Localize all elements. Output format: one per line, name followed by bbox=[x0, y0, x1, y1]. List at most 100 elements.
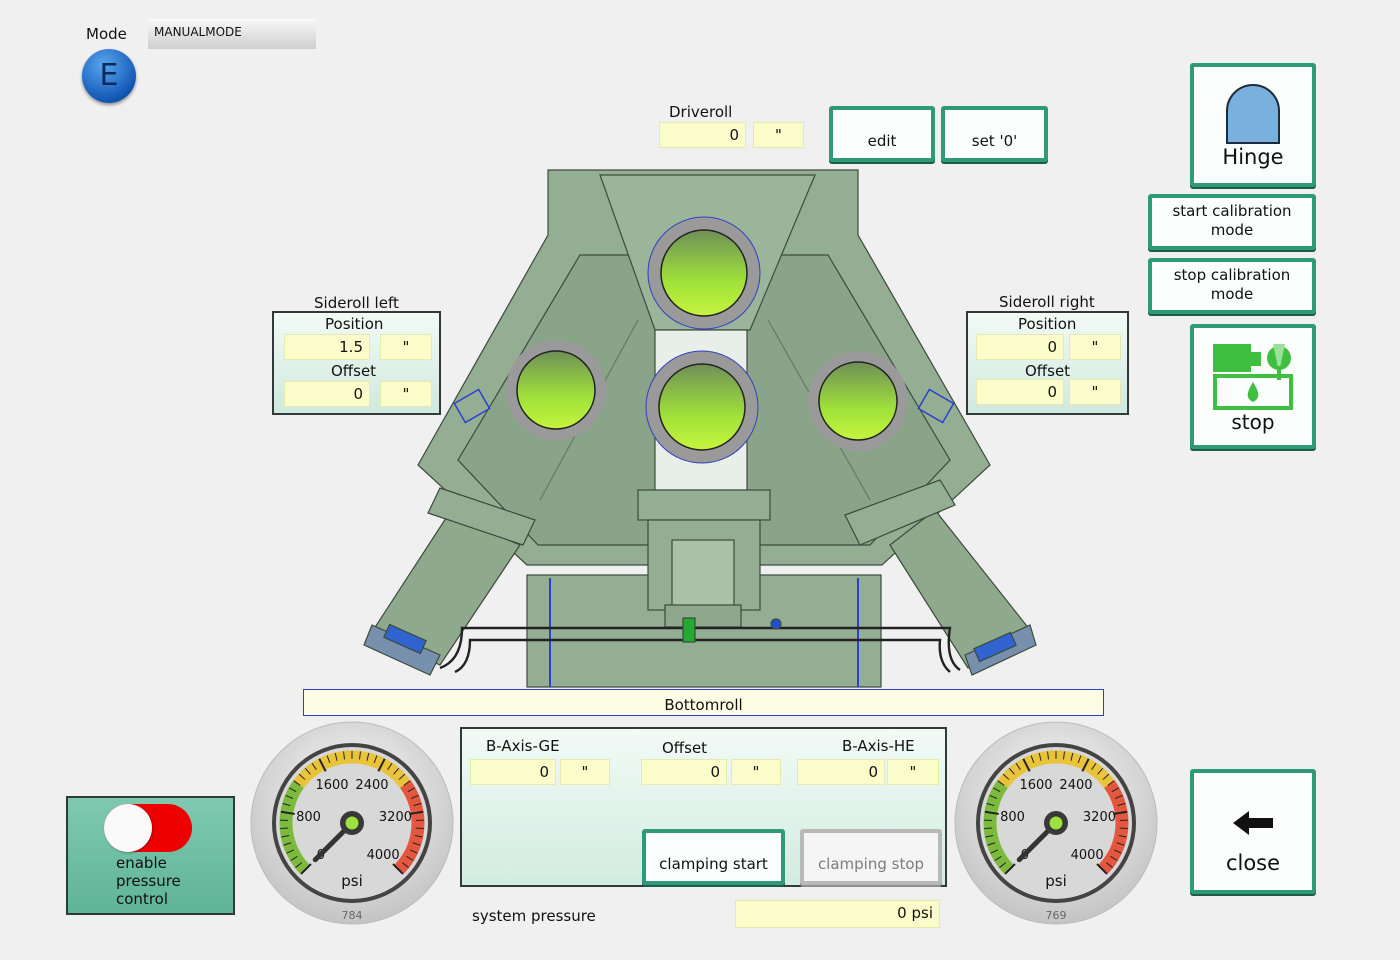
sideroll-right-offset-unit: " bbox=[1069, 379, 1121, 405]
edit-button[interactable]: edit bbox=[829, 106, 935, 162]
gauge-tick bbox=[1113, 810, 1128, 815]
gauge-tick bbox=[1015, 762, 1021, 771]
mode-e-icon: E bbox=[99, 58, 119, 93]
gauge-serial: 769 bbox=[1046, 909, 1067, 922]
gauge-tick bbox=[318, 758, 327, 772]
hinge-button[interactable]: Hinge bbox=[1190, 63, 1316, 187]
b-axis-offset-value[interactable]: 0 bbox=[641, 759, 727, 785]
gauge-tick bbox=[1114, 794, 1123, 799]
gauge-tick-label: 2400 bbox=[355, 778, 388, 793]
pump-stop-label: stop bbox=[1231, 410, 1275, 434]
pressure-gauge-right: 08001600240032004000psi769 bbox=[954, 721, 1158, 925]
sideroll-right-title: Sideroll right bbox=[999, 293, 1095, 311]
gauge-tick bbox=[295, 862, 303, 868]
gauge-tick-label: 1600 bbox=[315, 778, 348, 793]
b-axis-offset-unit: " bbox=[731, 759, 781, 785]
gauge-tick bbox=[1117, 802, 1126, 807]
close-button[interactable]: close bbox=[1190, 769, 1316, 894]
gauge-tick bbox=[334, 752, 338, 761]
driveroll-label: Driveroll bbox=[669, 103, 733, 121]
pressure-control-panel[interactable]: enable pressure control bbox=[66, 796, 235, 915]
b-axis-offset-label: Offset bbox=[662, 739, 708, 757]
roll-right bbox=[808, 351, 908, 451]
sideroll-left-position-value[interactable]: 1.5 bbox=[284, 334, 370, 360]
clamping-stop-button[interactable]: clamping stop bbox=[800, 829, 942, 885]
sideroll-right-position-unit: " bbox=[1069, 334, 1121, 360]
b-axis-panel: B-Axis-GE 0 " Offset 0 " B-Axis-HE 0 " c… bbox=[460, 727, 947, 887]
driveroll-unit: " bbox=[753, 122, 804, 148]
gauge-tick bbox=[359, 751, 361, 760]
gauge-tick bbox=[1081, 758, 1090, 772]
gauge-tick-label: 4000 bbox=[1071, 848, 1104, 863]
gauge-tick bbox=[398, 773, 406, 780]
gauge-tick bbox=[1107, 780, 1115, 786]
gauge-tick bbox=[366, 752, 370, 761]
gauge-tick bbox=[984, 827, 993, 830]
hinge-label: Hinge bbox=[1222, 145, 1284, 169]
gauge-tick bbox=[992, 787, 1001, 793]
gauge-tick bbox=[1002, 773, 1010, 780]
b-axis-ge-label: B-Axis-GE bbox=[486, 737, 560, 755]
sideroll-right-offset-label: Offset bbox=[1025, 362, 1071, 380]
gauge-tick bbox=[326, 755, 331, 764]
bottomroll-bar[interactable]: Bottomroll bbox=[303, 689, 1104, 716]
gauge-hub-light bbox=[1048, 815, 1064, 831]
gauge-tick bbox=[415, 827, 424, 830]
gauge-tick bbox=[280, 827, 289, 830]
gauge-tick bbox=[377, 758, 386, 772]
sideroll-left-panel: Position 1.5 " Offset 0 " bbox=[272, 311, 441, 415]
system-pressure-value: 0 psi bbox=[735, 900, 940, 928]
gauge-tick bbox=[987, 842, 996, 846]
system-pressure-label: system pressure bbox=[472, 907, 596, 925]
toggle-switch-icon[interactable] bbox=[104, 804, 192, 852]
sideroll-left-offset-unit: " bbox=[380, 381, 432, 407]
gauge-tick bbox=[290, 856, 298, 862]
gauge-tick-label: 800 bbox=[296, 810, 321, 825]
gauge-tick bbox=[285, 794, 294, 799]
gauge-tick bbox=[1091, 762, 1097, 771]
gauge-serial: 784 bbox=[342, 909, 363, 922]
gauge-tick bbox=[1113, 849, 1122, 854]
sideroll-left-position-unit: " bbox=[380, 334, 432, 360]
sideroll-left-offset-value[interactable]: 0 bbox=[284, 381, 370, 407]
gauge-tick bbox=[1119, 827, 1128, 830]
gauge-tick bbox=[989, 794, 998, 799]
close-label: close bbox=[1225, 851, 1281, 875]
mode-badge[interactable]: E bbox=[82, 49, 136, 103]
gauge-tick bbox=[403, 780, 411, 786]
gauge-tick bbox=[997, 780, 1005, 786]
gauge-tick bbox=[406, 856, 414, 862]
clamping-start-button[interactable]: clamping start bbox=[642, 829, 785, 885]
driveroll-value[interactable]: 0 bbox=[659, 122, 746, 148]
sideroll-right-offset-value[interactable]: 0 bbox=[976, 379, 1064, 405]
gauge-tick bbox=[410, 794, 419, 799]
start-calibration-button[interactable]: start calibration mode bbox=[1148, 194, 1316, 250]
gauge-tick bbox=[401, 862, 409, 868]
pump-stop-icon bbox=[1213, 344, 1293, 410]
sideroll-right-position-value[interactable]: 0 bbox=[976, 334, 1064, 360]
gauge-tick bbox=[1008, 767, 1015, 775]
b-axis-he-unit: " bbox=[887, 759, 939, 785]
gauge-tick bbox=[373, 755, 378, 764]
pump-stop-button[interactable]: stop bbox=[1190, 324, 1316, 449]
b-axis-he-value[interactable]: 0 bbox=[797, 759, 885, 785]
b-axis-ge-value[interactable]: 0 bbox=[470, 759, 556, 785]
pressure-control-label: enable pressure control bbox=[116, 854, 181, 908]
gauge-tick bbox=[409, 810, 424, 815]
sideroll-left-position-label: Position bbox=[325, 315, 384, 333]
stop-calibration-button[interactable]: stop calibration mode bbox=[1148, 258, 1316, 314]
gauge-tick bbox=[288, 787, 297, 793]
set-zero-button[interactable]: set '0' bbox=[941, 106, 1048, 162]
gauge-tick bbox=[1116, 842, 1125, 846]
gauge-tick bbox=[343, 751, 345, 760]
gauge-tick bbox=[1030, 755, 1035, 764]
gauge-tick bbox=[984, 810, 999, 815]
gauge-tick bbox=[393, 767, 400, 775]
gauge-tick bbox=[985, 834, 994, 838]
gauge-tick bbox=[999, 862, 1007, 868]
gauge-tick bbox=[300, 863, 312, 875]
gauge-tick bbox=[392, 863, 404, 875]
gauge-tick bbox=[413, 802, 422, 807]
gauge-tick bbox=[311, 762, 317, 771]
gauge-tick bbox=[298, 773, 306, 780]
